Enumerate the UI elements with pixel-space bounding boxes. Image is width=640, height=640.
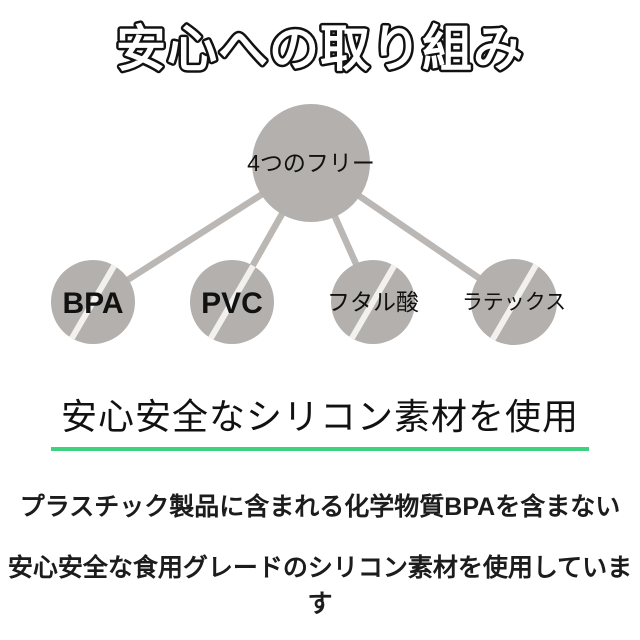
node-center: 4つのフリー [247, 104, 375, 222]
body-line-2: 安心安全な食用グレードのシリコン素材を使用しています [7, 554, 633, 618]
phthalate-label: フタル酸 [327, 289, 419, 315]
latex-label: ラテックス [462, 291, 566, 314]
page-title-graphic: 安心への取り組み [114, 19, 526, 80]
latex-slash-icon [483, 259, 546, 345]
center-label: 4つのフリー [247, 150, 375, 176]
bpa-slash-icon [62, 260, 124, 344]
four-free-diagram: 4つのフリー BPA PVC フタル酸 ラテックス [51, 104, 566, 345]
node-bpa: BPA [51, 260, 135, 344]
node-pvc: PVC [190, 260, 274, 344]
phthalate-slash-icon [342, 260, 404, 344]
center-circle [252, 104, 370, 222]
subheading: 安心安全なシリコン素材を使用 [50, 388, 589, 451]
bpa-label: BPA [62, 287, 123, 320]
pvc-label: PVC [201, 287, 263, 320]
body-line-1: プラスチック製品に含まれる化学物質BPAを含まない [19, 493, 621, 521]
page-title: 安心への取り組み [116, 21, 524, 77]
node-latex: ラテックス [462, 259, 566, 345]
node-phthalate: フタル酸 [327, 260, 419, 344]
pvc-slash-icon [201, 260, 263, 344]
subheading-row: 安心安全なシリコン素材を使用 [0, 388, 640, 451]
